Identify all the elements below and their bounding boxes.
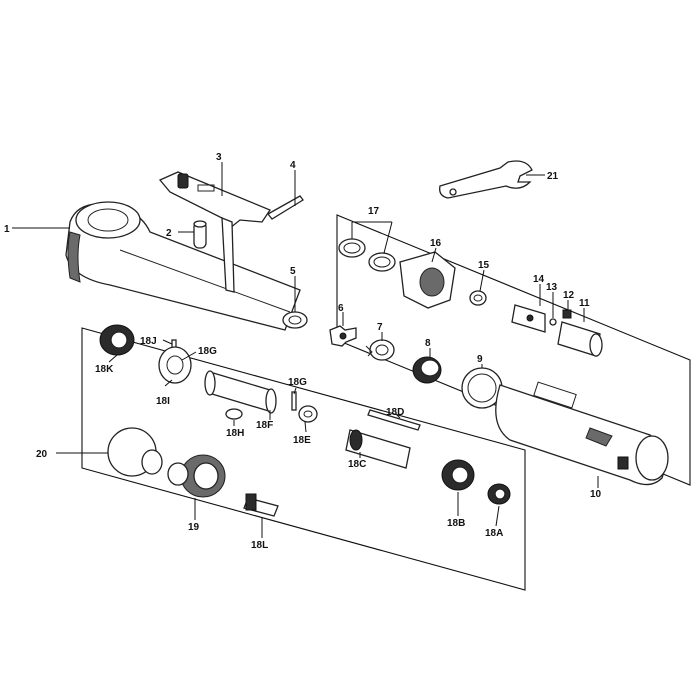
washer-18H-part[interactable] — [225, 408, 243, 420]
callout-9: 9 — [477, 354, 483, 365]
gear-18I-part[interactable] — [158, 346, 192, 384]
retaining-piece-12-part[interactable] — [562, 309, 572, 319]
spider-gear-part[interactable] — [329, 325, 357, 347]
callout-18C: 18C — [348, 459, 366, 470]
cylinder-18F-part[interactable] — [204, 370, 277, 414]
pin-part[interactable] — [193, 220, 207, 249]
callout-18A: 18A — [485, 528, 503, 539]
motor-housing-part[interactable] — [495, 381, 669, 486]
washer-18E-part[interactable] — [298, 405, 318, 423]
callout-5: 5 — [290, 266, 296, 277]
callout-3: 3 — [216, 152, 222, 163]
callout-18G-mid: 18G — [288, 377, 307, 388]
blade-18D-part[interactable] — [367, 409, 421, 431]
inlet-bushing-part[interactable] — [167, 454, 226, 498]
end-cap-part[interactable] — [557, 321, 603, 357]
callout-2: 2 — [166, 228, 172, 239]
o-ring-15-part[interactable] — [469, 290, 487, 306]
roll-pin-part[interactable] — [267, 195, 304, 220]
callout-18I: 18I — [156, 396, 170, 407]
fitting-18L-part[interactable] — [243, 493, 279, 517]
logo-disc-part[interactable]: PARTS LOGO — [107, 427, 163, 477]
callout-1: 1 — [4, 224, 10, 235]
callout-19: 19 — [188, 522, 200, 533]
callout-18J: 18J — [140, 336, 157, 347]
callout-18H: 18H — [226, 428, 244, 439]
threaded-bushing-part[interactable] — [412, 356, 442, 384]
callout-18D: 18D — [386, 407, 404, 418]
bearing-18K-part[interactable] — [99, 324, 135, 356]
callout-16: 16 — [430, 238, 442, 249]
callout-10: 10 — [590, 489, 602, 500]
callout-18G-top: 18G — [198, 346, 217, 357]
pin-18G-mid-part[interactable] — [291, 391, 297, 411]
callout-21: 21 — [547, 171, 559, 182]
o-ring-5-part[interactable] — [282, 311, 308, 329]
callout-14: 14 — [533, 274, 545, 285]
callout-7: 7 — [377, 322, 383, 333]
head-housing-part[interactable] — [65, 201, 301, 331]
callout-20: 20 — [36, 449, 48, 460]
valve-14-part[interactable] — [511, 304, 546, 333]
callout-4: 4 — [290, 160, 296, 171]
callout-17: 17 — [368, 206, 380, 217]
callout-12: 12 — [563, 290, 575, 301]
valve-spring-part[interactable] — [365, 339, 395, 361]
rotor-18C-part[interactable] — [345, 429, 411, 469]
bearing-18B-part[interactable] — [441, 459, 475, 491]
leader-lines — [12, 162, 599, 538]
callout-18B: 18B — [447, 518, 465, 529]
ball-13-part[interactable] — [549, 318, 557, 326]
o-rings-17-part[interactable] — [338, 238, 396, 272]
wrench-part[interactable] — [439, 160, 533, 199]
bearing-18A-part[interactable] — [487, 483, 511, 505]
callout-18E: 18E — [293, 435, 311, 446]
callout-6: 6 — [338, 303, 344, 314]
assembly-frame-lower — [81, 327, 526, 591]
callout-8: 8 — [425, 338, 431, 349]
callout-11: 11 — [579, 298, 590, 309]
assembly-frame-right — [336, 214, 691, 486]
callout-18F: 18F — [256, 420, 273, 431]
callout-18L: 18L — [251, 540, 268, 551]
callout-15: 15 — [478, 260, 490, 271]
lever-part[interactable] — [158, 171, 271, 293]
callout-13: 13 — [546, 282, 558, 293]
callout-labels: 1 2 3 4 5 6 7 8 9 10 11 12 13 14 15 16 1… — [4, 152, 602, 551]
callout-18K: 18K — [95, 364, 114, 375]
